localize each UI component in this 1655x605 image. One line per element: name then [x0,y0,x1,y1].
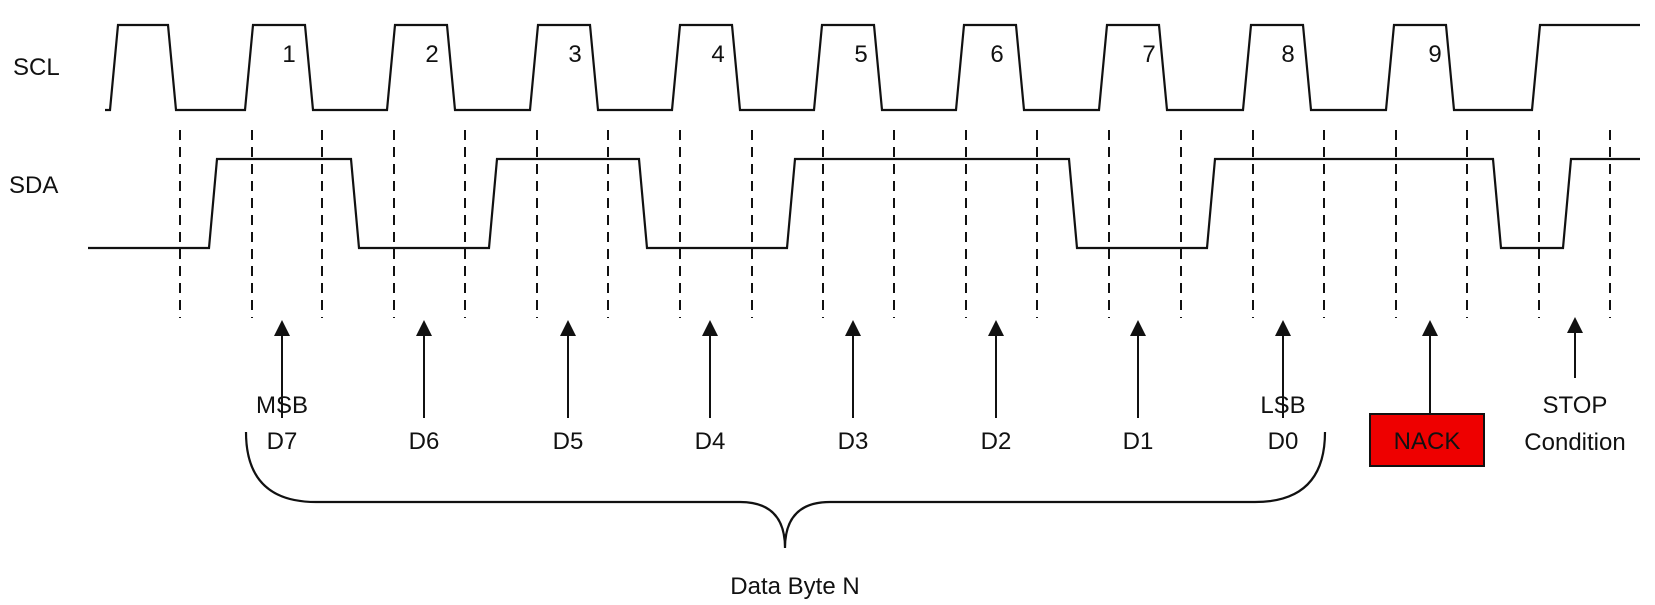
sda-waveform [88,157,1640,250]
clock-number: 3 [568,41,581,68]
scl-label: SCL [13,54,60,81]
bit-label: D0 [1268,428,1299,455]
bit-label: D2 [981,428,1012,455]
bit-labels: MSB D7 D6 D5 D4 D3 D2 D1 LSB D0 [256,392,1306,455]
clock-number: 2 [425,41,438,68]
sample-arrow-head [1422,320,1438,336]
data-byte-brace [244,431,1327,549]
clock-number: 9 [1428,41,1441,68]
clock-number: 8 [1281,41,1294,68]
bit-label: D5 [553,428,584,455]
clock-number: 1 [282,41,295,68]
clock-numbers: 1 2 3 4 5 6 7 8 9 [282,41,1441,68]
sample-arrow-head [988,320,1004,336]
bit-label: D6 [409,428,440,455]
timing-guides [179,130,1611,318]
bit-label: D3 [838,428,869,455]
sample-arrow-head [1130,320,1146,336]
clock-number: 4 [711,41,724,68]
bit-label: D7 [267,428,298,455]
sample-arrows [274,317,1583,418]
data-byte-label: Data Byte N [730,573,859,600]
sample-arrow-head [560,320,576,336]
stop-label-line2: Condition [1524,429,1625,456]
nack-box [1369,413,1485,467]
sample-arrow-head [1275,320,1291,336]
sda-label: SDA [9,172,58,199]
sample-arrow-head [1567,317,1583,333]
bit-label: D4 [695,428,726,455]
sample-arrow-head [845,320,861,336]
sample-arrow-head [274,320,290,336]
clock-number: 6 [990,41,1003,68]
sample-arrow-head [416,320,432,336]
bit-significance-label: MSB [256,392,308,419]
sample-arrow-head [702,320,718,336]
nack-label: NACK [1394,428,1461,455]
stop-label-line1: STOP [1543,392,1608,419]
bit-significance-label: LSB [1260,392,1305,419]
clock-number: 7 [1142,41,1155,68]
scl-waveform [105,23,1640,112]
clock-number: 5 [854,41,867,68]
bit-label: D1 [1123,428,1154,455]
